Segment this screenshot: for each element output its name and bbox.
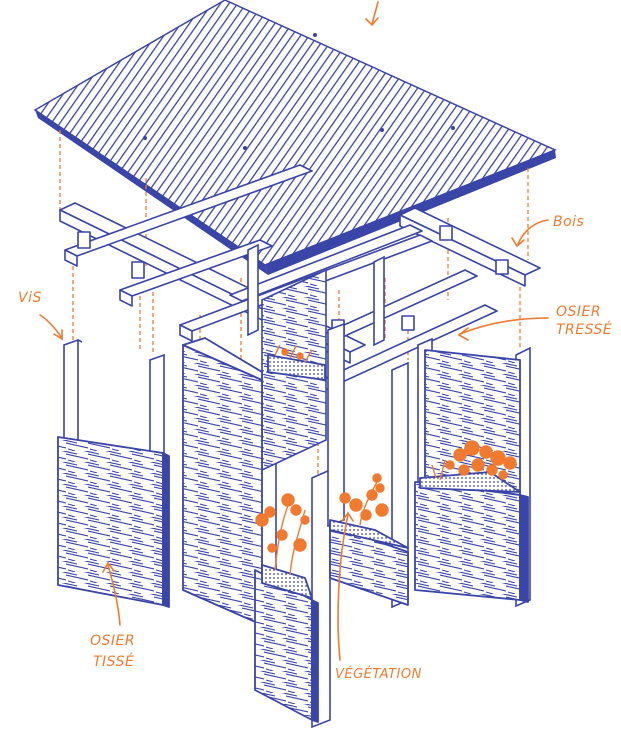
label-osier-tresse-line2: TRESSÉ <box>556 321 612 338</box>
label-osier-tresse-line1: OSIER <box>556 304 601 320</box>
osier-tisse-arrow <box>107 564 121 626</box>
vegetation-arrow <box>337 514 349 661</box>
woven-panels <box>57 337 529 723</box>
label-vis: ViS <box>18 290 42 306</box>
label-osier-tisse-line1: OSIER <box>90 633 135 649</box>
vis-arrow <box>39 314 63 339</box>
label-osier-tisse-line2: TISSÉ <box>93 653 134 670</box>
label-bois: Bois <box>553 214 584 230</box>
vegetation-plants <box>255 344 517 576</box>
roof-arrow <box>371 1 379 25</box>
labels: Bois OSIER TRESSÉ ViS OSIER TISSÉ VÉGÉTA… <box>18 214 612 682</box>
bois-arrow <box>517 219 549 245</box>
annotation-arrows <box>39 1 549 661</box>
label-vegetation: VÉGÉTATION <box>335 666 422 682</box>
osier-tresse-arrow <box>459 317 549 335</box>
